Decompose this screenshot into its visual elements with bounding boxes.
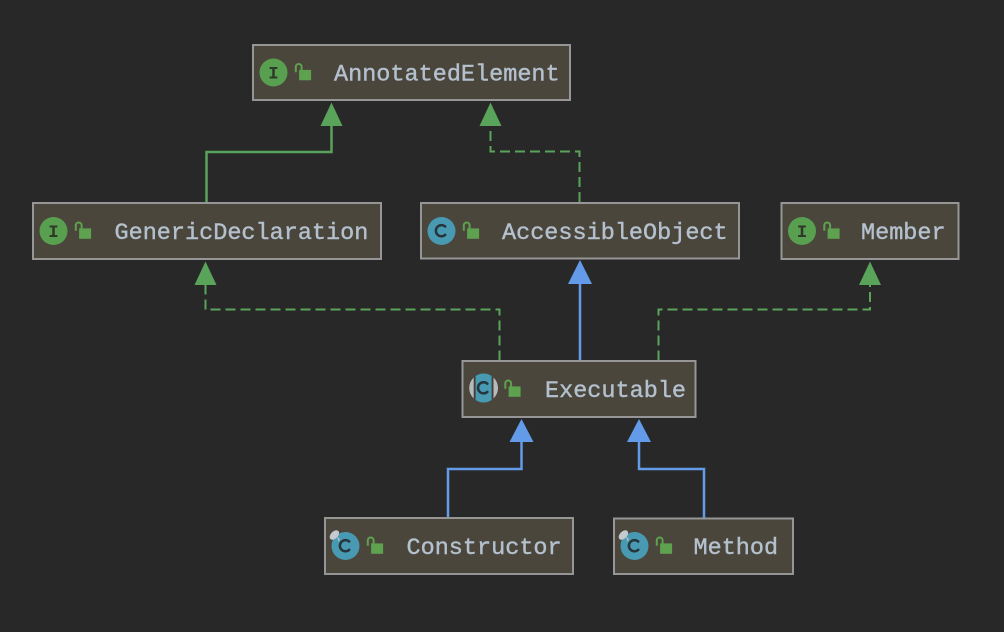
svg-text:Constructor: Constructor (407, 535, 562, 562)
svg-text:AnnotatedElement: AnnotatedElement (334, 62, 560, 89)
svg-text:Executable: Executable (545, 378, 686, 405)
svg-text:Method: Method (694, 535, 779, 562)
svg-text:AccessibleObject: AccessibleObject (502, 220, 728, 247)
svg-text:I: I (797, 223, 808, 243)
svg-text:I: I (268, 65, 279, 85)
svg-text:I: I (48, 223, 59, 243)
svg-text:Member: Member (861, 220, 946, 247)
svg-text:GenericDeclaration: GenericDeclaration (115, 220, 369, 247)
